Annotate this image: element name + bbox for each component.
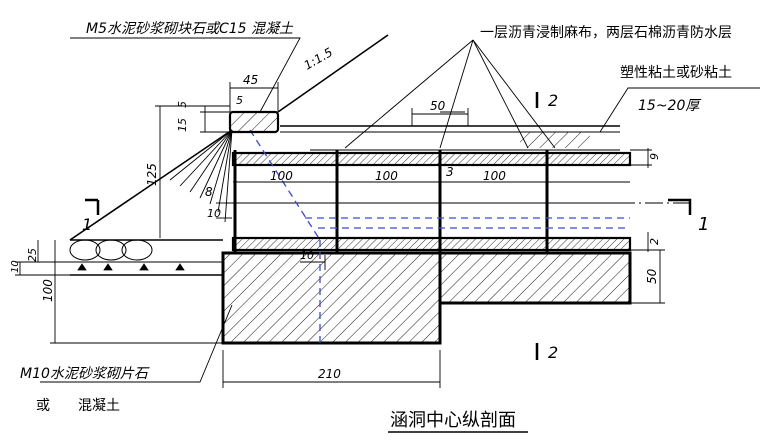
headwall-fan <box>169 129 233 223</box>
dim-25: 25 <box>26 248 39 262</box>
dim-45: 45 <box>243 73 258 87</box>
note-waterproof: 一层沥青浸制麻布，两层石棉沥青防水层 <box>480 24 732 41</box>
section-label-top: 2 <box>548 91 558 110</box>
pipe-top-wall <box>231 151 632 167</box>
leader-lines <box>40 37 760 383</box>
dim-125: 125 <box>145 163 159 186</box>
dim-5-cap: 5 <box>236 94 243 107</box>
section-mark-right: 1 <box>668 198 709 235</box>
dim-8: 8 <box>205 185 213 199</box>
pipe-bottom-wall <box>231 236 632 252</box>
pipe-joints <box>233 150 549 253</box>
water-level-lines <box>249 129 630 343</box>
foundation-block-right <box>438 251 632 305</box>
note-bottom-concrete: 混凝土 <box>78 398 120 414</box>
dim-15: 15 <box>176 118 189 132</box>
section-mark-top: 2 <box>535 91 558 110</box>
section-label-right: 1 <box>698 214 709 235</box>
dim-50-top: 50 <box>430 99 446 113</box>
dim-100-span1: 100 <box>270 169 293 183</box>
dim-2: 2 <box>648 238 661 245</box>
note-bottom-or: 或 <box>36 398 50 414</box>
dim-10-bottom: 10 <box>300 249 314 262</box>
dim-3: 3 <box>446 165 454 179</box>
dimension-lines <box>15 82 665 388</box>
dim-50-right: 50 <box>645 268 659 284</box>
dim-5-left: 5 <box>176 101 189 108</box>
dim-100-span2: 100 <box>375 169 398 183</box>
apron-stones <box>69 239 153 261</box>
note-top-material: M5水泥砂浆砌块石或C15 混凝土 <box>86 21 294 37</box>
headwall-cap <box>228 110 280 134</box>
dim-10-left: 10 <box>207 207 221 220</box>
dim-100-span3: 100 <box>483 169 506 183</box>
note-bottom-material: M10水泥砂浆砌片石 <box>20 366 150 382</box>
dim-100-left: 100 <box>41 279 55 302</box>
section-mark-left: 1 <box>82 198 100 234</box>
note-clay: 塑性粘土或砂粘土 <box>620 65 732 81</box>
slope-label: 1:1.5 <box>302 45 336 73</box>
note-clay-thickness: 15~20厚 <box>638 98 701 114</box>
dim-9: 9 <box>648 153 661 160</box>
drawing-title: 涵洞中心纵剖面 <box>390 410 516 431</box>
dim-10-apron: 10 <box>10 260 21 273</box>
dim-210: 210 <box>318 367 341 381</box>
section-mark-bottom: 2 <box>535 343 558 362</box>
section-label-left: 1 <box>82 215 92 234</box>
foundation-block-left <box>221 251 442 345</box>
section-label-bottom: 2 <box>548 343 558 362</box>
